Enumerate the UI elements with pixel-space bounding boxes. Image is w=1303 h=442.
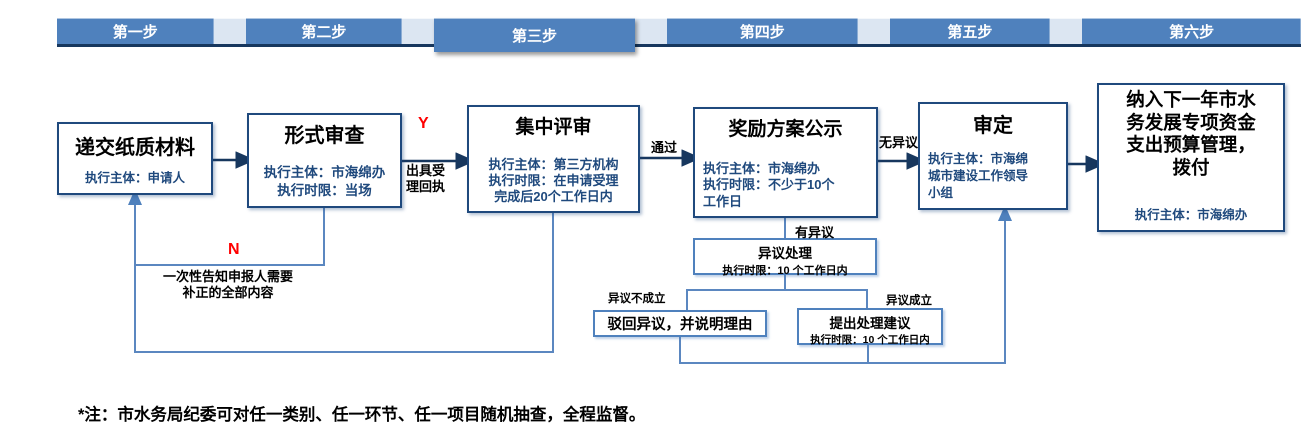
box-title: 形式审查 (284, 125, 365, 147)
label-objection-valid: 异议成立 (886, 295, 932, 307)
label-has-objection: 有异议 (795, 225, 835, 240)
box-final-approval: 审定 执行主体：市海绵 城市建设工作领导 小组 (918, 102, 1068, 210)
box-objection-handling: 异议处理 执行时限：10 个工作日内 (693, 238, 877, 277)
label-no: N (228, 241, 240, 258)
label-no-objection: 无异议 (879, 135, 919, 150)
label-yes: Y (418, 115, 429, 132)
step-tab-2: 第二步 (245, 18, 403, 44)
box-subtitle-line: 执行时限：不少于10个 (703, 177, 835, 192)
step-bar-gap (634, 18, 667, 44)
label-issue-receipt: 出具受理回执 (406, 163, 446, 194)
box-title: 驳回异议，并说明理由 (607, 317, 753, 333)
label-one-time-notify: 一次性告知申报人需要补正的全部内容 (163, 269, 294, 300)
box-title: 奖励方案公示 (728, 119, 843, 140)
box-subtitle: 执行时限：10 个工作日内 (722, 265, 848, 277)
box-subtitle-line: 执行主体：市海绵办 (703, 160, 821, 176)
box-award-publicity: 奖励方案公示 执行主体：市海绵办 执行时限：不少于10个 工作日 (693, 107, 878, 218)
step-tab-3-active: 第三步 (434, 18, 635, 52)
box-subtitle: 执行主体：申请人 (84, 171, 185, 185)
step-bar-gap (402, 18, 435, 44)
box-reject-objection: 驳回异议，并说明理由 (593, 310, 767, 337)
box-title: 提出处理建议 (829, 316, 911, 331)
box-title-line: 纳入下一年市水 (1126, 89, 1256, 110)
step-bar: 第一步 第二步 第三步 第四步 第五步 第六步 (57, 18, 1301, 52)
box-budget-payment: 纳入下一年市水 务发展专项资金 支出预算管理， 拨付 执行主体：市海绵办 (1097, 83, 1285, 232)
step-tab-1: 第一步 (57, 18, 214, 44)
box-subtitle-line: 完成后20个工作日内 (494, 189, 613, 204)
step-bar-gap (213, 18, 246, 44)
box-central-review: 集中评审 执行主体：第三方机构 执行时限：在申请受理 完成后20个工作日内 (467, 105, 640, 213)
step-tab-4: 第四步 (666, 18, 858, 44)
label-objection-invalid: 异议不成立 (608, 293, 666, 305)
box-title: 审定 (973, 115, 1013, 137)
box-subtitle-line: 执行主体：市海绵 (928, 152, 1029, 166)
box-subtitle-line: 小组 (928, 186, 954, 200)
box-formal-check: 形式审查 执行主体：市海绵办 执行时限：当场 (247, 113, 402, 208)
box-submit-materials: 递交纸质材料 执行主体：申请人 (57, 122, 213, 195)
box-handling-suggestion: 提出处理建议 执行时限：10 个工作日内 (797, 308, 943, 346)
box-title-line: 务发展专项资金 (1126, 111, 1256, 133)
box-title: 异议处理 (758, 246, 812, 261)
box-subtitle: 执行主体：市海绵办 (1134, 208, 1248, 222)
label-pass: 通过 (651, 140, 678, 155)
footnote: *注：市水务局纪委可对任一类别、任一环节、任一项目随机抽查，全程监督。 (78, 406, 646, 424)
box-subtitle: 执行时限：10 个工作日内 (810, 334, 930, 346)
step-bar-gap (1050, 18, 1083, 44)
box-subtitle-line: 城市建设工作领导 (928, 169, 1029, 183)
box-subtitle-line: 工作日 (703, 193, 743, 209)
box-subtitle-line: 执行主体：市海绵办 (263, 165, 386, 180)
step-bar-gap (857, 18, 890, 44)
box-title-line: 拨付 (1172, 156, 1210, 178)
step-tab-6: 第六步 (1082, 18, 1301, 44)
box-subtitle-line: 执行主体：第三方机构 (488, 157, 619, 172)
step-tab-5: 第五步 (889, 18, 1051, 44)
box-subtitle-line: 执行时限：在申请受理 (488, 173, 619, 188)
box-subtitle-line: 执行时限：当场 (277, 183, 372, 198)
box-title-line: 支出预算管理， (1126, 134, 1256, 155)
box-title: 集中评审 (515, 117, 592, 138)
box-title: 递交纸质材料 (75, 137, 195, 159)
